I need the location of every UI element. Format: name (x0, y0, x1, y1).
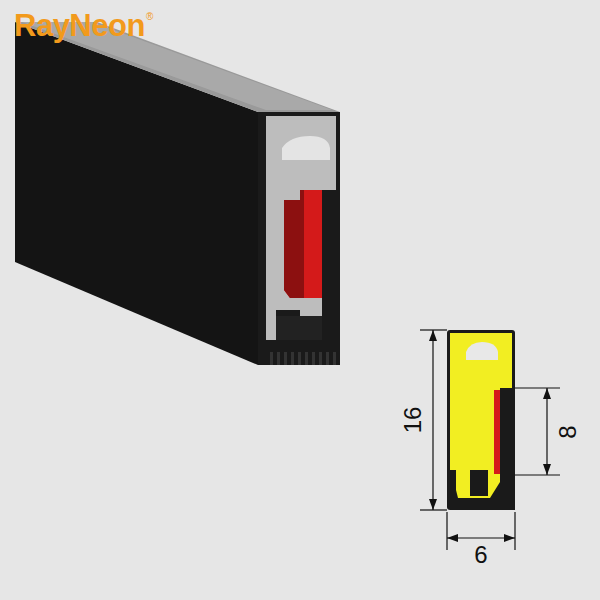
dimension-arrows (429, 330, 551, 542)
section-housing (447, 330, 515, 510)
dimension-value: 8 (556, 425, 580, 438)
section-led-slot (466, 342, 498, 360)
dimension-value: 6 (474, 543, 487, 567)
front-base-cavity (276, 316, 322, 340)
section-cavity (470, 470, 488, 496)
dimension-value: 16 (401, 407, 425, 434)
section-wall (505, 388, 515, 510)
registered-mark: ® (146, 12, 153, 22)
red-adhesive (284, 190, 322, 298)
dimension-lines (420, 330, 560, 550)
front-housing (258, 112, 340, 365)
front-diffuser (266, 116, 336, 340)
led-slot (282, 136, 330, 160)
section-red-strip (494, 390, 500, 474)
red-adhesive-shade (284, 190, 304, 298)
section-diffuser (450, 333, 512, 498)
base-ridges (270, 352, 336, 365)
brand-logo: RayNeon (14, 10, 145, 41)
